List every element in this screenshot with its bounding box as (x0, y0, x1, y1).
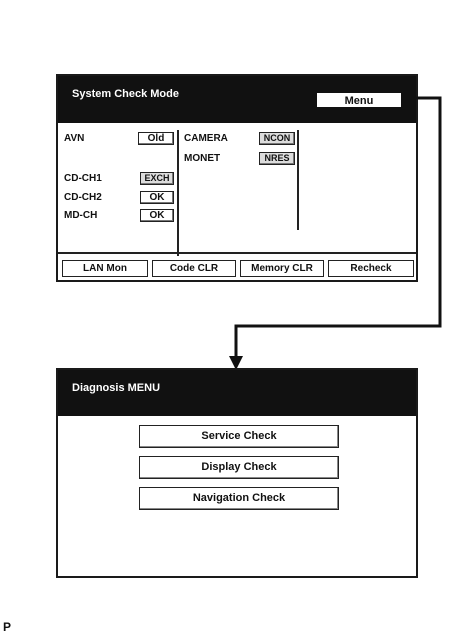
item-label-monet: MONET (184, 153, 221, 164)
item-value-monet: NRES (259, 152, 295, 165)
item-label-cd-ch1: CD-CH1 (64, 173, 102, 184)
memory-clr-button[interactable]: Memory CLR (240, 260, 324, 277)
code-clr-button[interactable]: Code CLR (152, 260, 236, 277)
recheck-button[interactable]: Recheck (328, 260, 414, 277)
diagnosis-menu-screen: Diagnosis MENU Service Check Display Che… (56, 368, 418, 578)
system-check-title: System Check Mode (72, 88, 179, 100)
column-divider-left (177, 130, 179, 256)
column-divider-right (297, 130, 299, 230)
menu-button[interactable]: Menu (316, 92, 402, 108)
lan-mon-button[interactable]: LAN Mon (62, 260, 148, 277)
item-value-avn: Old (138, 132, 174, 145)
system-check-screen: System Check Mode Menu AVN Old CD-CH1 EX… (56, 74, 418, 282)
navigation-check-button[interactable]: Navigation Check (139, 487, 339, 510)
service-check-button[interactable]: Service Check (139, 425, 339, 448)
connector-line (234, 96, 442, 358)
item-value-camera: NCON (259, 132, 295, 145)
diagnosis-menu-title-bar: Diagnosis MENU (58, 370, 416, 416)
arrow-head (229, 356, 243, 370)
item-label-camera: CAMERA (184, 133, 228, 144)
footer-label: P (3, 620, 12, 634)
bottom-separator (58, 252, 416, 254)
item-value-cd-ch2: OK (140, 191, 174, 204)
item-label-avn: AVN (64, 133, 85, 144)
diagnosis-menu-title: Diagnosis MENU (72, 382, 161, 394)
item-label-cd-ch2: CD-CH2 (64, 192, 102, 203)
item-value-cd-ch1: EXCH (140, 172, 174, 185)
display-check-button[interactable]: Display Check (139, 456, 339, 479)
item-label-md-ch: MD-CH (64, 210, 98, 221)
item-value-md-ch: OK (140, 209, 174, 222)
